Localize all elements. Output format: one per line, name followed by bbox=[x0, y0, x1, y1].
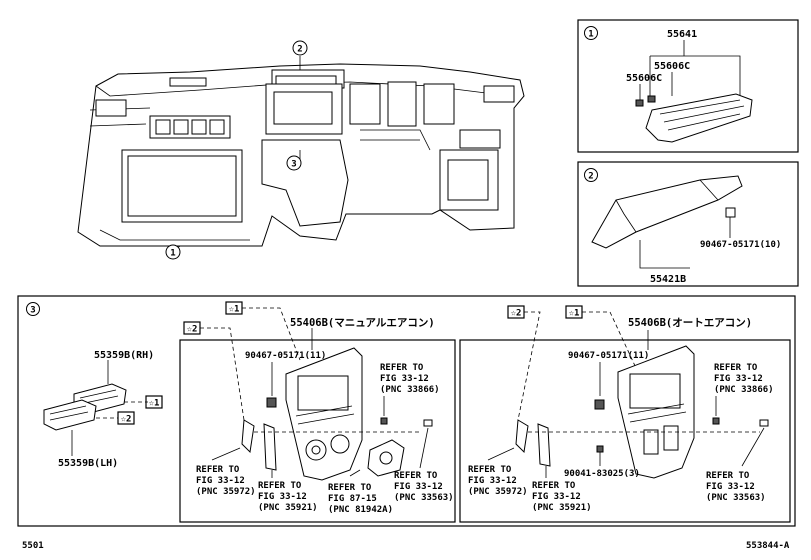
star2-left: ☆2 bbox=[121, 415, 132, 425]
auto-ref-e: REFER TO FIG 33-12 (PNC 33563) bbox=[706, 471, 766, 503]
svg-text:(PNC 35972): (PNC 35972) bbox=[196, 487, 256, 497]
manual-ref-a: REFER TO FIG 33-12 (PNC 33866) bbox=[380, 363, 440, 395]
auto-title: 55406B(オートエアコン) bbox=[628, 317, 752, 329]
manual-ref-e: REFER TO FIG 33-12 (PNC 33563) bbox=[394, 471, 454, 503]
svg-text:FIG 33-12: FIG 33-12 bbox=[380, 374, 429, 384]
panel-2: 2 90467-05171(10) 55421B bbox=[577, 161, 799, 287]
svg-text:(PNC 81942A): (PNC 81942A) bbox=[328, 505, 393, 515]
svg-text:FIG 33-12: FIG 33-12 bbox=[532, 492, 581, 502]
part-55606C-a: 55606C bbox=[654, 61, 690, 72]
auto-clip: 90467-05171(11) bbox=[568, 351, 649, 361]
manual-ref-b: REFER TO FIG 33-12 (PNC 35972) bbox=[196, 465, 256, 497]
svg-text:(PNC 33563): (PNC 33563) bbox=[706, 493, 766, 503]
svg-text:(PNC 35921): (PNC 35921) bbox=[258, 503, 318, 513]
auto-ref-b: REFER TO FIG 33-12 (PNC 35972) bbox=[468, 465, 528, 497]
svg-text:(PNC 33563): (PNC 33563) bbox=[394, 493, 454, 503]
svg-text:FIG 33-12: FIG 33-12 bbox=[258, 492, 307, 502]
svg-text:FIG 33-12: FIG 33-12 bbox=[468, 476, 517, 486]
panel-3: 3 55359B(RH) 55359B(LH) ☆1 ☆2 55406B(マニュ… bbox=[17, 295, 796, 527]
panel-1-number: 1 bbox=[588, 30, 593, 40]
callout-3-label: 3 bbox=[291, 160, 296, 170]
manual-ref-c: REFER TO FIG 33-12 (PNC 35921) bbox=[258, 481, 318, 513]
register-lh-label: 55359B(LH) bbox=[58, 458, 118, 469]
svg-text:(PNC 35972): (PNC 35972) bbox=[468, 487, 528, 497]
svg-text:REFER TO: REFER TO bbox=[380, 363, 424, 373]
svg-text:REFER TO: REFER TO bbox=[714, 363, 758, 373]
callout-circle-2 bbox=[292, 40, 308, 56]
svg-text:REFER TO: REFER TO bbox=[532, 481, 576, 491]
callout-circle-3 bbox=[286, 155, 302, 171]
manual-clip: 90467-05171(11) bbox=[245, 351, 326, 361]
register-rh-label: 55359B(RH) bbox=[94, 350, 154, 361]
callout-circle-1 bbox=[165, 244, 181, 260]
part-55641: 55641 bbox=[667, 29, 697, 40]
panel-1: 1 55641 55606C 55606C bbox=[577, 19, 799, 153]
svg-text:FIG 33-12: FIG 33-12 bbox=[714, 374, 763, 384]
manual-ref-d: REFER TO FIG 87-15 (PNC 81942A) bbox=[328, 483, 393, 515]
manual-star1: ☆1 bbox=[229, 305, 240, 315]
panel-3-number: 3 bbox=[30, 306, 35, 316]
svg-text:FIG 87-15: FIG 87-15 bbox=[328, 494, 377, 504]
svg-text:REFER TO: REFER TO bbox=[258, 481, 302, 491]
svg-text:REFER TO: REFER TO bbox=[328, 483, 372, 493]
manual-star2: ☆2 bbox=[187, 325, 198, 335]
svg-text:REFER TO: REFER TO bbox=[394, 471, 438, 481]
auto-ac-group: 55406B(オートエアコン) ☆1 ☆2 90467-05171(11) 90… bbox=[459, 305, 791, 523]
instrument-panel-drawing: 2 3 1 bbox=[77, 40, 525, 260]
part-55606C-b: 55606C bbox=[626, 73, 662, 84]
auto-star2: ☆2 bbox=[511, 309, 522, 319]
footer-right: 553844-A bbox=[746, 541, 790, 551]
svg-text:FIG 33-12: FIG 33-12 bbox=[196, 476, 245, 486]
svg-text:(PNC 35921): (PNC 35921) bbox=[532, 503, 592, 513]
manual-ac-group: 55406B(マニュアルエアコン) ☆1 ☆2 90467-05171(11) bbox=[179, 301, 456, 523]
auto-ref-c: REFER TO FIG 33-12 (PNC 35921) bbox=[532, 481, 592, 513]
footer-left: 5501 bbox=[22, 541, 44, 551]
panel-2-number: 2 bbox=[588, 172, 593, 182]
bolt-label: 90467-05171(10) bbox=[700, 240, 781, 250]
svg-text:FIG 33-12: FIG 33-12 bbox=[394, 482, 443, 492]
callout-2-label: 2 bbox=[297, 45, 302, 55]
svg-text:(PNC 33866): (PNC 33866) bbox=[380, 385, 440, 395]
auto-ref-a: REFER TO FIG 33-12 (PNC 33866) bbox=[714, 363, 774, 395]
pad-label: 55421B bbox=[650, 274, 686, 285]
star1-left: ☆1 bbox=[149, 399, 160, 409]
svg-text:(PNC 33866): (PNC 33866) bbox=[714, 385, 774, 395]
svg-text:REFER TO: REFER TO bbox=[196, 465, 240, 475]
auto-screw: 90041-83025(3) bbox=[564, 469, 640, 479]
svg-text:REFER TO: REFER TO bbox=[468, 465, 512, 475]
manual-title: 55406B(マニュアルエアコン) bbox=[290, 317, 435, 329]
callout-1-label: 1 bbox=[170, 249, 175, 259]
svg-text:FIG 33-12: FIG 33-12 bbox=[706, 482, 755, 492]
svg-text:REFER TO: REFER TO bbox=[706, 471, 750, 481]
auto-star1: ☆1 bbox=[569, 309, 580, 319]
